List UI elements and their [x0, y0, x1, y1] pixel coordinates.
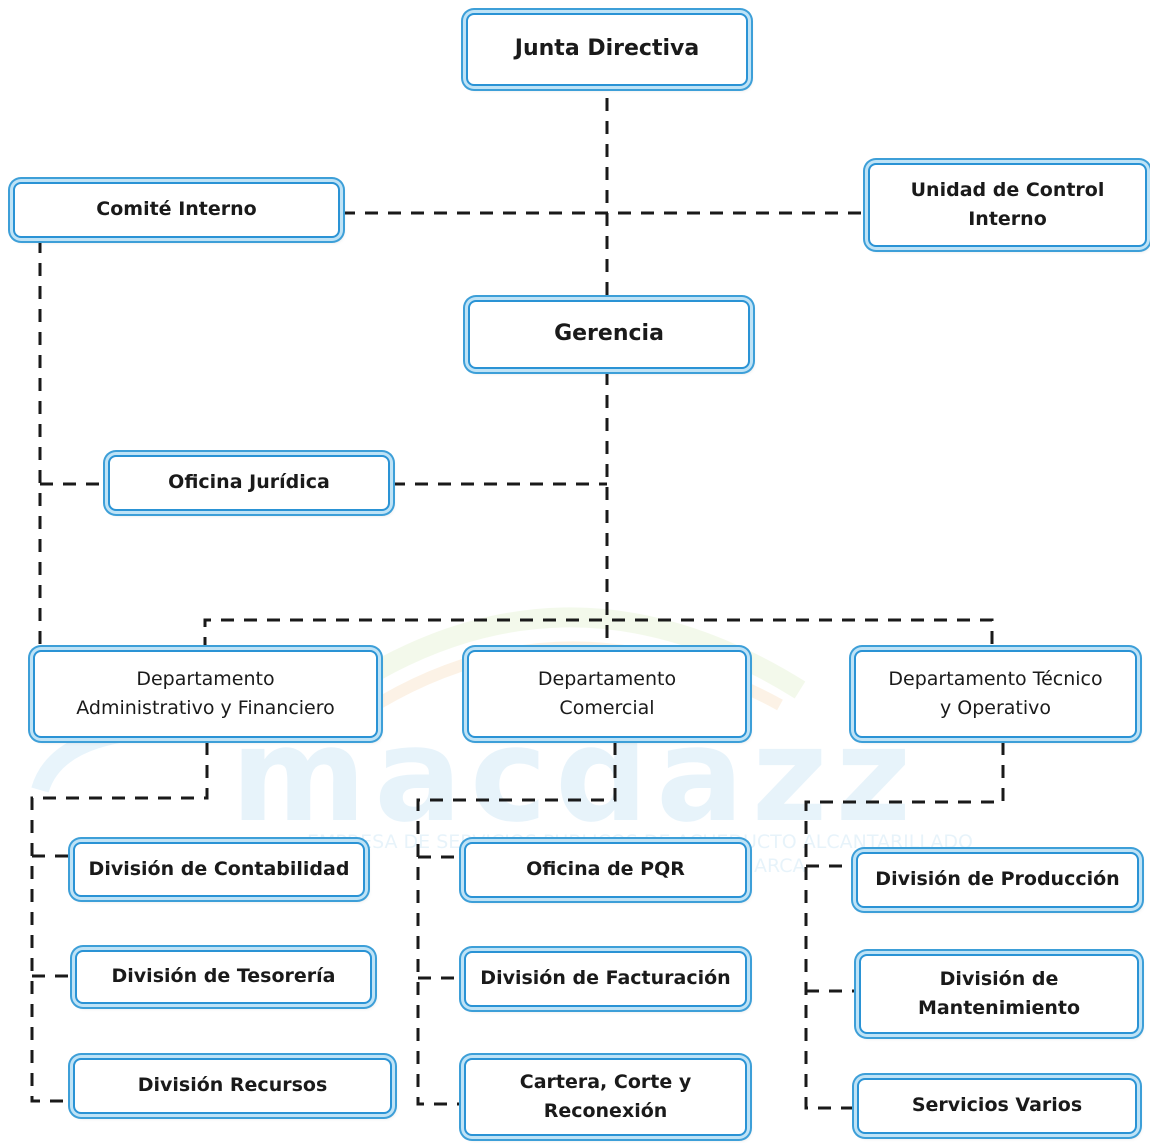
node-unidad-control-interno: Unidad de Control Interno — [868, 163, 1147, 247]
node-division-tesoreria: División de Tesorería — [75, 950, 372, 1004]
node-comite-interno: Comité Interno — [13, 182, 340, 238]
connectors — [30, 98, 1005, 1110]
node-label: Departamento Comercial — [537, 667, 677, 719]
node-cartera-corte-reconexion: Cartera, Corte y Reconexión — [464, 1058, 747, 1136]
node-label: Gerencia — [554, 321, 664, 347]
node-servicios-varios: Servicios Varios — [857, 1078, 1137, 1134]
connector-departments-bar — [203, 618, 994, 650]
node-division-mantenimiento: División de Mantenimiento — [859, 954, 1139, 1034]
node-label: Departamento Administrativo y Financiero — [76, 667, 335, 719]
node-label: Oficina Jurídica — [168, 471, 330, 494]
node-label: División de Contabilidad — [88, 857, 350, 880]
node-label: Servicios Varios — [911, 1094, 1083, 1117]
node-label: Oficina de PQR — [526, 858, 685, 881]
node-label: Departamento Técnico y Operativo — [888, 667, 1103, 719]
connector-admin-branch — [30, 742, 209, 1103]
node-label: División de Facturación — [480, 967, 731, 990]
node-oficina-juridica: Oficina Jurídica — [108, 455, 390, 511]
node-division-contabilidad: División de Contabilidad — [73, 842, 365, 897]
node-label: Cartera, Corte y Reconexión — [519, 1070, 692, 1122]
node-label: Junta Directiva — [514, 36, 700, 62]
node-division-recursos: División Recursos — [73, 1058, 392, 1114]
connector-comercial-branch — [416, 742, 617, 1106]
node-departamento-comercial: Departamento Comercial — [467, 650, 747, 738]
node-label: División de Mantenimiento — [917, 967, 1081, 1019]
node-label: División Recursos — [137, 1074, 328, 1097]
node-label: División de Producción — [875, 868, 1120, 891]
node-label: División de Tesorería — [111, 965, 336, 988]
node-division-facturacion: División de Facturación — [464, 951, 747, 1007]
node-departamento-tecnico: Departamento Técnico y Operativo — [854, 650, 1137, 738]
node-junta-directiva: Junta Directiva — [466, 13, 748, 86]
node-departamento-administrativo: Departamento Administrativo y Financiero — [33, 650, 378, 738]
node-division-produccion: División de Producción — [856, 852, 1139, 908]
node-label: Unidad de Control Interno — [910, 178, 1105, 230]
connector-tecnico-branch — [804, 742, 1005, 1110]
node-label: Comité Interno — [96, 198, 257, 221]
node-oficina-pqr: Oficina de PQR — [464, 842, 747, 898]
node-gerencia: Gerencia — [468, 300, 750, 369]
